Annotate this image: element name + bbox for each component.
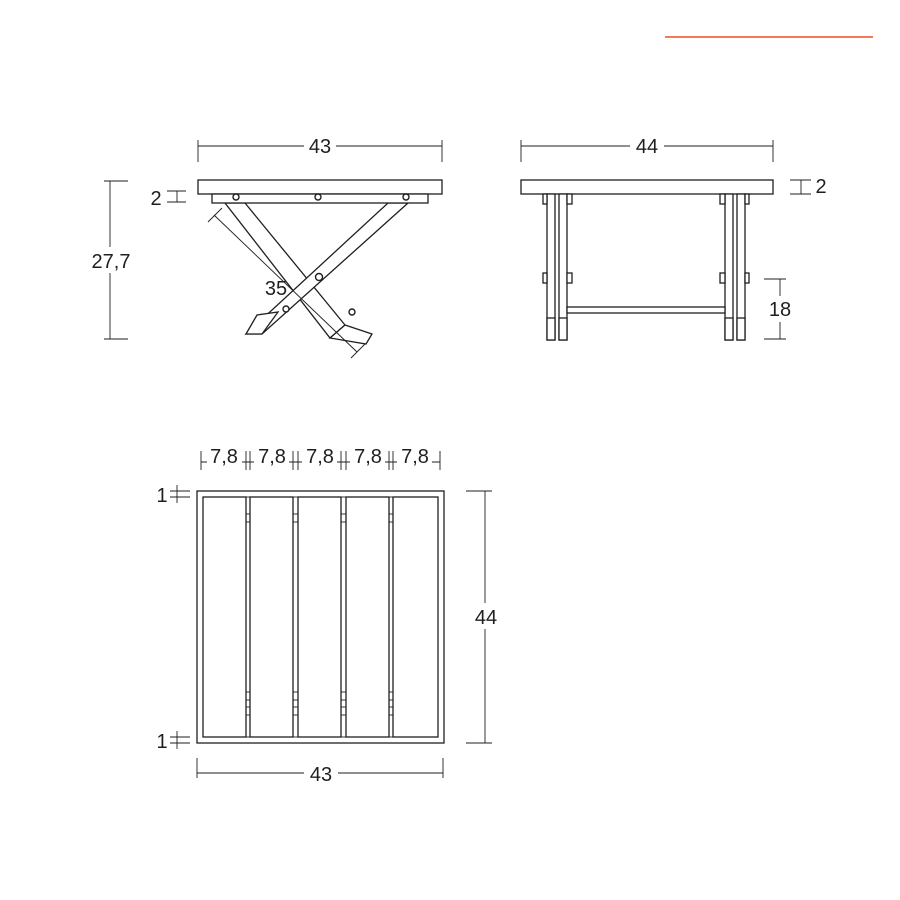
front-width-label: 43: [309, 136, 331, 158]
side-width-label: 44: [636, 136, 658, 158]
front-leg-length-label: 35: [265, 278, 287, 300]
frame-bottom-label: 1: [156, 731, 167, 753]
front-legs: [223, 202, 410, 345]
top-view: 7,8 7,8 7,8 7,8 7,8 1 1 44 43: [156, 443, 502, 786]
slat-width-label: 7,8: [401, 446, 429, 468]
slat-width-label: 7,8: [210, 446, 238, 468]
slat-width-label: 7,8: [258, 446, 286, 468]
front-tabletop: [197, 179, 443, 195]
frame-top-label: 1: [156, 485, 167, 507]
side-stretcher: [566, 306, 726, 314]
slat-width-label: 7,8: [354, 446, 382, 468]
side-top-thickness-label: 2: [815, 176, 826, 198]
side-tabletop: [520, 179, 774, 195]
top-depth-label: 44: [475, 607, 497, 629]
top-width-label: 43: [310, 764, 332, 786]
slat-width-label: 7,8: [306, 446, 334, 468]
front-top-thickness-label: 2: [150, 188, 161, 210]
front-view: 43 35 2 27,7: [88, 132, 443, 359]
side-stretcher-height-label: 18: [769, 299, 791, 321]
side-view: 44 2 18: [520, 132, 827, 341]
front-height-label: 27,7: [92, 251, 131, 273]
